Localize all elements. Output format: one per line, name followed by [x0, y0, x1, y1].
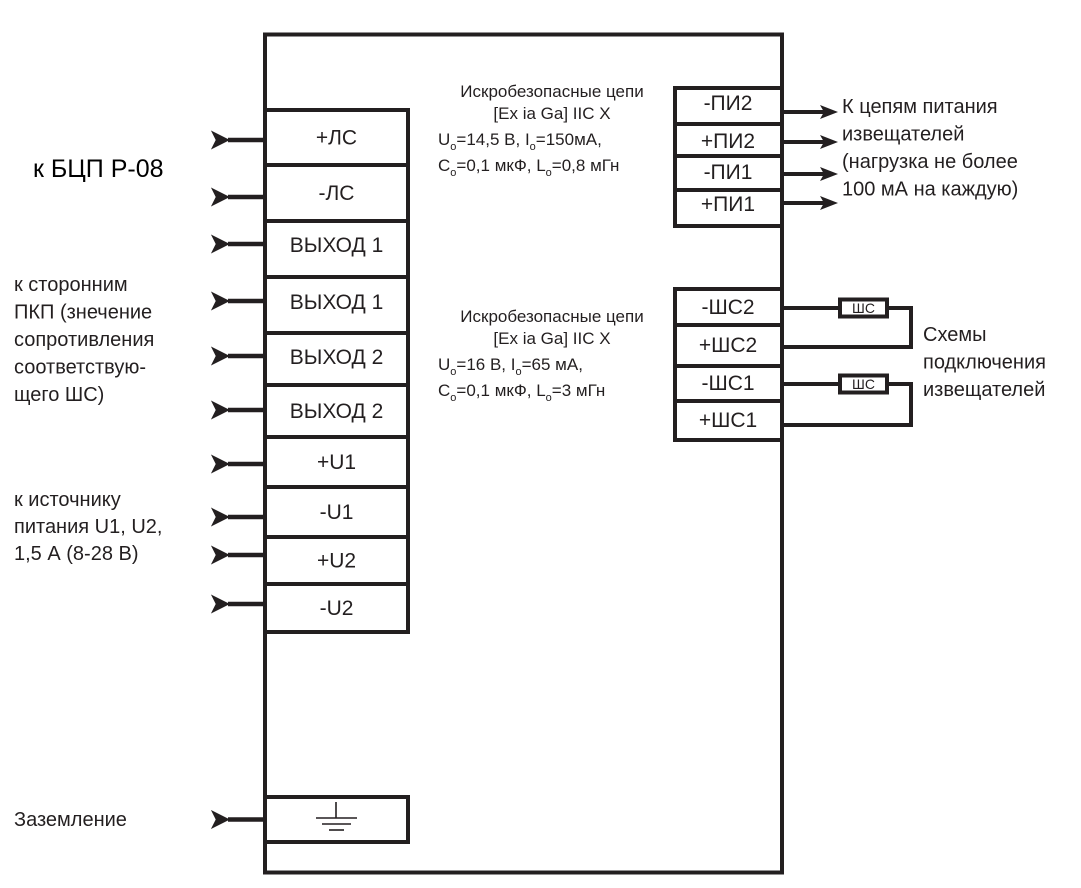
- arrow-head-icon: [820, 135, 838, 149]
- detector-loop: ШС: [782, 297, 913, 349]
- terminal-label: ВЫХОД 1: [290, 234, 384, 257]
- terminal-label: +U2: [317, 550, 356, 573]
- spec-params: Uo=16 В, Io=65 мА,: [438, 355, 583, 378]
- loop-element: [838, 297, 889, 319]
- spec-title: Искробезопасные цепи: [460, 307, 643, 326]
- spec-marking: [Ex ia Ga] IIC X: [493, 104, 610, 123]
- terminal-label: -ПИ1: [704, 161, 753, 184]
- terminal-label: +ПИ2: [701, 130, 755, 153]
- note-line: соответствую-: [14, 357, 146, 379]
- ground-icon: [316, 802, 357, 831]
- terminal-label: +ШС2: [699, 334, 757, 357]
- note-line: Схемы: [923, 324, 986, 346]
- note-ground: Заземление: [14, 809, 127, 831]
- terminal-label: +ЛС: [316, 127, 357, 150]
- terminal-label: -U1: [320, 501, 354, 524]
- note-line: К цепям питания: [842, 96, 998, 118]
- ground-terminal: [263, 795, 410, 844]
- terminal-label: ВЫХОД 2: [290, 346, 384, 369]
- arrow-head-icon: [820, 167, 838, 181]
- note-bcp: к БЦП Р-08: [33, 155, 164, 183]
- note-line: 1,5 А (8-28 В): [14, 543, 139, 565]
- note-line: щего ШС): [14, 384, 104, 406]
- note-line: питания U1, U2,: [14, 516, 162, 538]
- power-output-terminal-block: -ПИ2 +ПИ2 -ПИ1 +ПИ1: [673, 86, 838, 228]
- detector-loop: ШС: [782, 373, 913, 427]
- loop-intrinsic-safety-spec: Искробезопасные цепи [Ex ia Ga] IIC X Uo=1…: [438, 307, 644, 404]
- note-line: сопротивления: [14, 329, 154, 351]
- spec-params: Uo=14,5 В, Io=150мА,: [438, 130, 602, 153]
- loop-element-label: ШС: [852, 300, 875, 316]
- note-line: 100 мА на каждую): [842, 179, 1018, 201]
- note-detector-power: К цепям питания извещателей (нагрузка не б…: [842, 96, 1018, 201]
- note-line: подключения: [923, 352, 1046, 374]
- note-line: извещателей: [842, 124, 964, 146]
- ground-terminal-block: [210, 795, 410, 844]
- power-intrinsic-safety-spec: Искробезопасные цепи [Ex ia Ga] IIC X Uo=1…: [438, 82, 644, 179]
- loop-element: [838, 373, 889, 395]
- terminal-label: +ШС1: [699, 409, 757, 432]
- terminal-label: -ШС1: [701, 372, 754, 395]
- terminal-label: -ЛС: [319, 182, 355, 205]
- spec-marking: [Ex ia Ga] IIC X: [493, 329, 610, 348]
- spec-title: Искробезопасные цепи: [460, 82, 643, 101]
- note-line: (нагрузка не более: [842, 151, 1018, 173]
- terminal-label: ВЫХОД 2: [290, 400, 384, 423]
- terminal-label: ВЫХОД 1: [290, 291, 384, 314]
- note-detector-loops: Схемы подключения извещателей: [923, 324, 1046, 401]
- note-line: к источнику: [14, 489, 121, 511]
- note-line: к сторонним: [14, 274, 128, 296]
- terminal-label: -ШС2: [701, 296, 754, 319]
- note-power-source: к источнику питания U1, U2, 1,5 А (8-28 В): [14, 489, 162, 565]
- spec-params: Co=0,1 мкФ, Lo=3 мГн: [438, 381, 605, 404]
- note-line: ПКП (знечение: [14, 302, 152, 324]
- note-line: извещателей: [923, 379, 1045, 401]
- loop-terminal-block: -ШС2 +ШС2 -ШС1 +ШС1 ШС ШС: [673, 287, 913, 442]
- left-terminal-block: +ЛС -ЛС ВЫХОД 1 ВЫХОД 1 ВЫХОД 2 ВЫХОД 2 +U1 -U1…: [210, 108, 410, 634]
- arrow-head-icon: [820, 105, 838, 119]
- spec-params: Co=0,1 мкФ, Lo=0,8 мГн: [438, 156, 619, 179]
- terminal-label: -ПИ2: [704, 92, 753, 115]
- terminal-label: -U2: [320, 597, 354, 620]
- terminal-label: +ПИ1: [701, 193, 755, 216]
- terminal-label: +U1: [317, 451, 356, 474]
- loop-element-label: ШС: [852, 376, 875, 392]
- arrow-head-icon: [820, 196, 838, 210]
- left-block-frame: [263, 108, 410, 634]
